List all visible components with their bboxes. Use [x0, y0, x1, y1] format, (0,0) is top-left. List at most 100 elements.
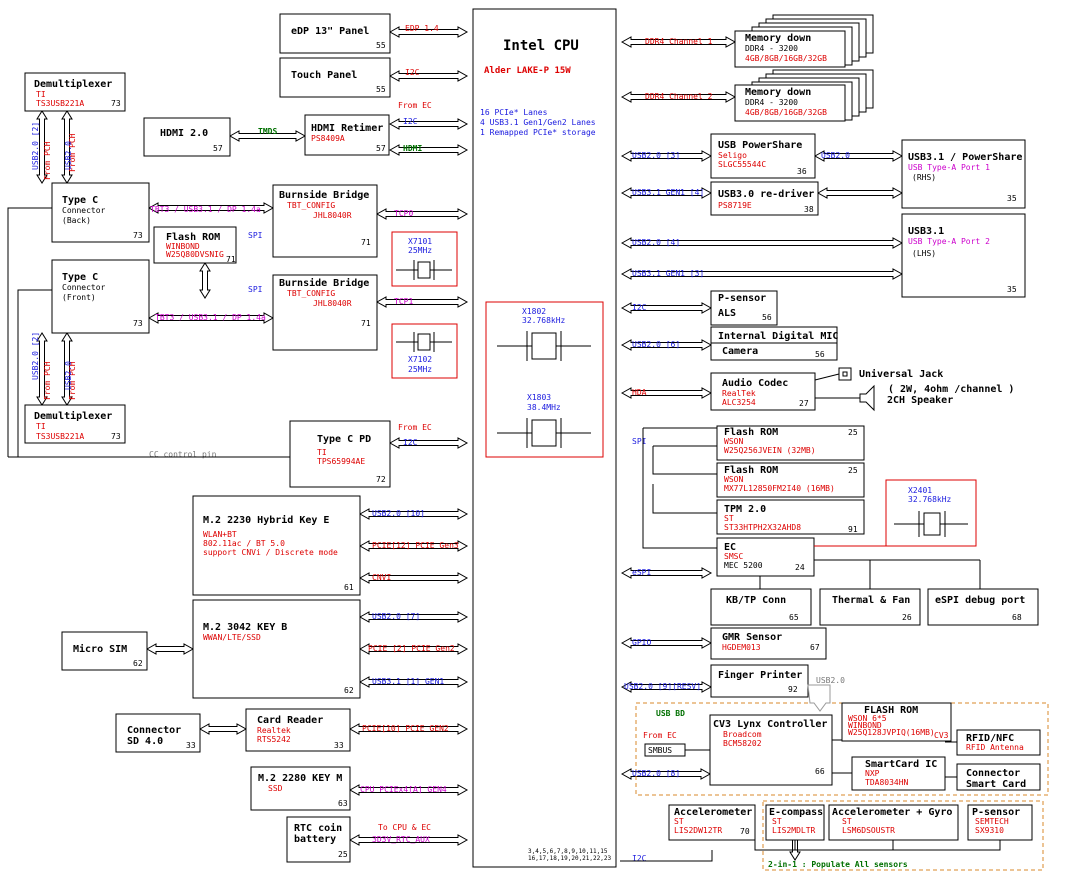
typec-front-block[interactable]	[51, 259, 150, 334]
mem1-l1: DDR4 - 3200	[745, 44, 798, 53]
cv3-from-ec: From EC	[643, 731, 677, 740]
bb1-title: Burnside Bridge	[279, 189, 369, 201]
ecompass-vendor: ST	[772, 817, 782, 826]
demux-bottom-block[interactable]	[24, 404, 126, 444]
typec-pd-block[interactable]	[289, 420, 391, 488]
smartconn-l2: Smart Card	[966, 779, 1026, 790]
cv3-bus: USB2.0 [8]	[632, 769, 680, 778]
mic-title: Internal Digital MIC	[718, 330, 838, 342]
ec-block[interactable]	[716, 537, 815, 577]
typec-front-l2: Connector	[62, 283, 106, 292]
burnside-bridge-2-block[interactable]	[272, 274, 378, 351]
flash-spi-arrow	[199, 262, 211, 299]
usb31-port2-block[interactable]	[901, 213, 1026, 298]
cc-control-label: CC control pin	[149, 450, 217, 459]
flashrom-page: 71	[226, 255, 236, 264]
micro-sim-block[interactable]	[61, 631, 148, 671]
usb31-bus1: USB2.0 [4]	[632, 238, 680, 247]
bios-flash-2-block[interactable]	[716, 462, 865, 498]
m2-key-m-block[interactable]	[250, 766, 351, 811]
typec-front-l3: (Front)	[62, 293, 96, 302]
m2m-bus-arrow	[348, 784, 469, 796]
cvflash-l2: WINBOND	[848, 721, 882, 730]
smartcard-ic-block[interactable]	[851, 756, 946, 791]
gmr-part: HGDEM013	[722, 643, 761, 652]
speaker-label: 2CH Speaker	[887, 395, 953, 406]
m2e-bus1: USB2.0 [10]	[372, 509, 425, 518]
p-sensor-2-block[interactable]	[967, 804, 1033, 841]
audio-codec-block[interactable]	[710, 372, 816, 411]
accelerometer-block[interactable]	[668, 804, 756, 841]
mem1-title: Memory down	[745, 33, 811, 44]
cv3-flash-rom-block[interactable]	[841, 702, 952, 742]
cvflash-l3: W25Q128JVPIQ(16MB)	[848, 728, 935, 737]
tpm-block[interactable]	[716, 499, 865, 535]
retimer-i2c-arrow	[388, 118, 469, 130]
smart-part: TDA8034HN	[865, 778, 909, 787]
p-sensor-als-block[interactable]	[710, 290, 778, 326]
flash-rom-tbt-block[interactable]	[153, 226, 237, 264]
bb2-title: Burnside Bridge	[279, 277, 369, 289]
sd-connector-block[interactable]	[115, 713, 201, 753]
x7102-frame	[391, 323, 458, 379]
espi-page: 68	[1012, 613, 1022, 622]
burnside-bridge-1-block[interactable]	[272, 184, 378, 258]
hdmi-retimer-block[interactable]	[304, 114, 390, 156]
bios-flash-1-block[interactable]	[716, 425, 865, 461]
rtc-battery-block[interactable]	[286, 816, 351, 863]
rfid-nfc-block[interactable]	[956, 729, 1041, 756]
speaker-spec: ( 2W, 4ohm /channel )	[888, 384, 1014, 395]
usb-redriver-block[interactable]	[710, 181, 819, 216]
typec-back-block[interactable]	[51, 182, 150, 243]
ps-bus: USB2.0 [3]	[632, 151, 680, 160]
m2-key-e-block[interactable]	[192, 495, 361, 596]
fp-bus2: USB2.0	[816, 676, 845, 685]
m2b-bus2: PCIE [2] PCIE Gen2	[368, 644, 455, 653]
psensor-title: P-sensor	[718, 293, 766, 304]
m2e-pcie-arrow	[358, 540, 469, 552]
demux-bot-part: TS3USB221A	[36, 432, 84, 441]
usb-from-pch-top-left: From PCH	[43, 141, 52, 180]
m2-key-b-block[interactable]	[192, 599, 361, 699]
smartcard-connector-block[interactable]	[956, 763, 1041, 791]
finger-printer-block[interactable]	[710, 664, 809, 698]
card-bus-arrow	[348, 723, 469, 735]
demux-top-block[interactable]	[24, 72, 126, 112]
e-compass-block[interactable]	[765, 804, 825, 841]
touch-bus: I2C	[405, 68, 420, 77]
touch-panel-block[interactable]	[279, 57, 391, 98]
tbt-front-label: TBT3 / USB3.1 / DP 1.4a	[155, 313, 266, 322]
psensor2-title: P-sensor	[972, 807, 1020, 818]
sd-l2: SD 4.0	[127, 736, 163, 747]
m2e-usb-arrow	[358, 508, 469, 520]
memory-2-stack[interactable]	[734, 69, 874, 122]
memory-1-stack[interactable]	[734, 14, 874, 68]
x1803-label: X1803	[527, 393, 551, 402]
rtc-bus-arrow	[348, 834, 469, 846]
card-reader-block[interactable]	[245, 708, 351, 752]
x7101-frame	[391, 231, 458, 287]
x7101-freq: 25MHz	[408, 246, 432, 255]
psensor2-part: SX9310	[975, 826, 1004, 835]
espi-bus-arrow	[620, 567, 713, 579]
rfid-title: RFID/NFC	[966, 733, 1014, 744]
gmr-sensor-block[interactable]	[710, 627, 827, 660]
usb31-page: 35	[1007, 285, 1017, 294]
espi-debug-port-block[interactable]	[927, 588, 1039, 626]
hdmi-block[interactable]	[143, 117, 231, 157]
x7101-label: X7101	[408, 237, 432, 246]
m2e-l3: support CNVi / Discrete mode	[203, 548, 338, 557]
cpu-subtitle: Alder LAKE-P 15W	[484, 66, 571, 76]
demux-top-vendor: TI	[36, 90, 46, 99]
thermal-fan-block[interactable]	[819, 588, 921, 626]
psensor2-vendor: SEMTECH	[975, 817, 1009, 826]
usb-powershare-block[interactable]	[710, 133, 816, 179]
sensor-group-frame	[762, 800, 1044, 871]
edp-page: 55	[376, 41, 386, 50]
kb-tp-conn-block[interactable]	[710, 588, 812, 626]
x1802-freq: 32.768kHz	[522, 316, 566, 325]
cvflash-title: FLASH ROM	[864, 705, 918, 716]
usb31-powershare-port-block[interactable]	[901, 139, 1026, 209]
touch-bus-arrow	[388, 70, 469, 82]
edp-panel-block[interactable]	[279, 13, 391, 54]
